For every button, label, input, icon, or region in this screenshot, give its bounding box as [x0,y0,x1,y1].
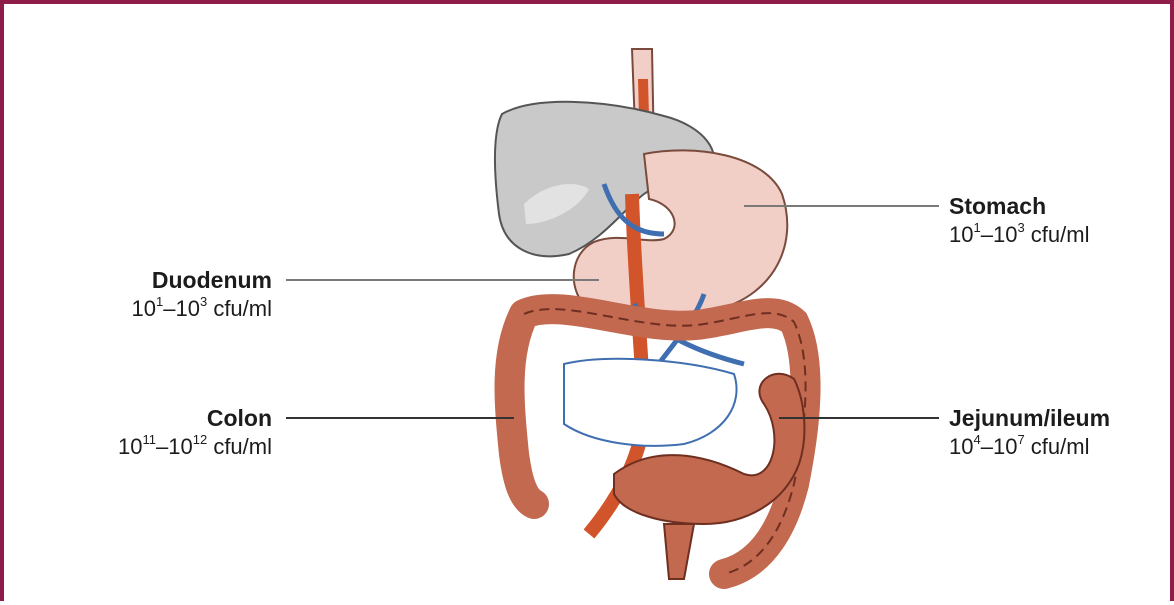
colon-name: Colon [24,404,272,433]
jejunum-ileum-count: 104–107 cfu/ml [949,433,1110,461]
rectum [664,524,694,579]
colon-label: Colon 1011–1012 cfu/ml [24,404,272,460]
stomach-count: 101–103 cfu/ml [949,221,1089,249]
mesentery-net [564,359,737,446]
stomach-label: Stomach 101–103 cfu/ml [949,192,1089,248]
jejunum-ileum-label: Jejunum/ileum 104–107 cfu/ml [949,404,1110,460]
duodenum-label: Duodenum 101–103 cfu/ml [44,266,272,322]
colon-count: 1011–1012 cfu/ml [24,433,272,461]
jejunum-ileum-name: Jejunum/ileum [949,404,1110,433]
stomach-name: Stomach [949,192,1089,221]
duodenum-name: Duodenum [44,266,272,295]
duodenum-count: 101–103 cfu/ml [44,295,272,323]
